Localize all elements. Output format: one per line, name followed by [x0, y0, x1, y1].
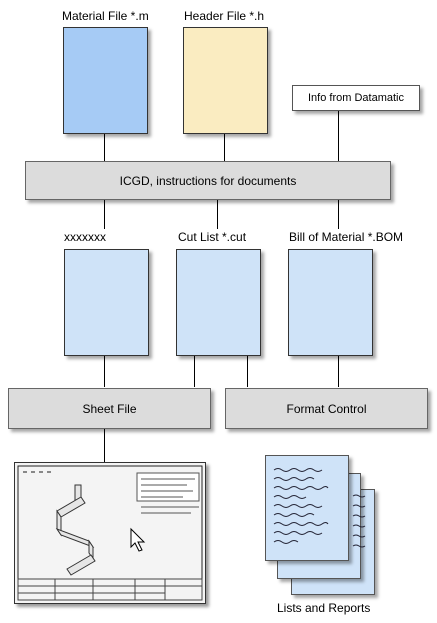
- xxxxxxx-label: xxxxxxx: [64, 230, 106, 244]
- connector-icgd-to-bom: [338, 199, 339, 229]
- sheet-file-bar: Sheet File: [8, 388, 211, 429]
- handwriting-lines-icon: [273, 468, 329, 544]
- bom-file-icon: [288, 249, 373, 356]
- bom-label: Bill of Material *.BOM: [289, 230, 404, 244]
- connector-bom-to-format: [338, 356, 339, 387]
- drawing-sketch-icon: [17, 465, 203, 601]
- material-file-icon: [63, 27, 148, 134]
- connector-icgd-to-cutlist: [217, 199, 218, 229]
- lists-and-reports-label: Lists and Reports: [277, 601, 371, 615]
- sheet-drawing-thumbnail: [14, 462, 206, 604]
- header-file-icon: [183, 27, 268, 134]
- connector-cutlist-to-format: [247, 356, 248, 387]
- connector-xxxxxxx-to-sheet: [104, 356, 105, 387]
- connector-header-to-icgd: [224, 133, 225, 161]
- cut-list-label: Cut List *.cut: [178, 230, 247, 244]
- info-from-datamatic-box: Info from Datamatic: [292, 85, 420, 111]
- connector-cutlist-to-sheet: [194, 356, 195, 387]
- header-file-label: Header File *.h: [184, 9, 265, 23]
- format-control-bar: Format Control: [225, 388, 428, 429]
- icgd-process-bar: ICGD, instructions for documents: [25, 161, 391, 200]
- material-file-label: Material File *.m: [62, 9, 149, 23]
- connector-material-to-icgd: [104, 133, 105, 161]
- xxxxxxx-file-icon: [64, 249, 149, 356]
- cut-list-file-icon: [176, 249, 261, 356]
- connector-info-to-icgd: [338, 110, 339, 161]
- report-page-edge-marks: [351, 490, 371, 585]
- connector-sheet-to-drawing: [104, 428, 105, 462]
- connector-icgd-to-xxxxxxx: [104, 199, 105, 229]
- report-page-front: [265, 455, 349, 561]
- page-edge-scribbles-icon: [352, 494, 366, 548]
